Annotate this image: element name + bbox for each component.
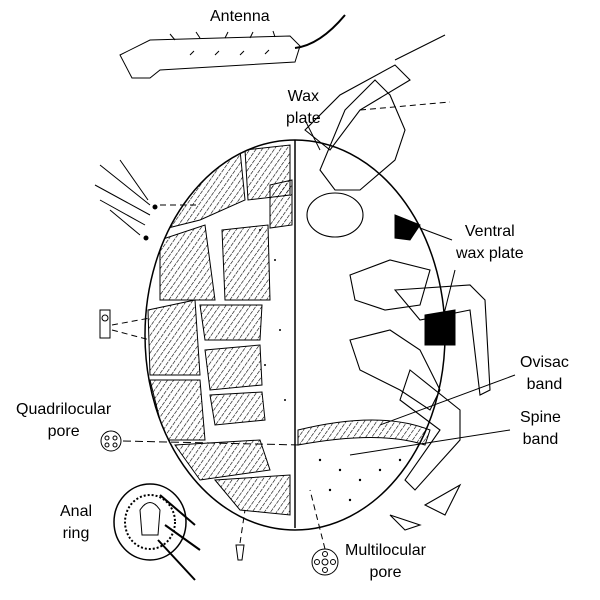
label-line: pore bbox=[369, 564, 402, 581]
label-line: band bbox=[522, 431, 559, 448]
leader-lines bbox=[111, 101, 516, 550]
multilocular-pore bbox=[311, 548, 339, 576]
label-line: Ventral bbox=[464, 223, 515, 240]
legs bbox=[304, 34, 491, 531]
label-quadrilocular-pore: Quadrilocular pore bbox=[16, 399, 111, 443]
label-wax-plate: Wax plate bbox=[286, 86, 321, 130]
quadrilocular-pore bbox=[100, 430, 122, 452]
label-ovisac-band: Ovisac band bbox=[520, 352, 569, 396]
label-spine-band: Spine band bbox=[520, 407, 561, 451]
label-multilocular-pore: Multilocular pore bbox=[345, 540, 426, 584]
label-line: wax plate bbox=[456, 245, 524, 262]
label-line: Multilocular bbox=[345, 542, 426, 559]
label-antenna: Antenna bbox=[210, 8, 270, 25]
label-line: ring bbox=[62, 525, 90, 542]
seta-detail bbox=[99, 309, 111, 339]
label-anal-ring: Anal ring bbox=[60, 501, 92, 545]
setae-dots bbox=[259, 229, 402, 502]
label-ventral-wax-plate: Ventral wax plate bbox=[456, 221, 524, 265]
label-line: Quadrilocular bbox=[16, 401, 112, 418]
label-line: Wax bbox=[287, 88, 320, 105]
label-line: Spine bbox=[520, 409, 561, 426]
label-line: Ovisac bbox=[520, 354, 569, 371]
antenna-drawing bbox=[119, 14, 346, 79]
ventral-wax-plate-lower bbox=[424, 309, 456, 346]
ventral-wax-plate-upper bbox=[394, 214, 421, 241]
label-line: band bbox=[526, 376, 563, 393]
anal-ring bbox=[113, 483, 201, 581]
dorsal-wax-plates bbox=[147, 144, 293, 516]
label-line: pore bbox=[47, 423, 80, 440]
tubular-ducts bbox=[94, 159, 158, 241]
label-line: Anal bbox=[60, 503, 93, 520]
label-line: plate bbox=[286, 110, 321, 127]
ovisac-band bbox=[297, 419, 431, 446]
pore-detail-bottom bbox=[235, 544, 245, 561]
